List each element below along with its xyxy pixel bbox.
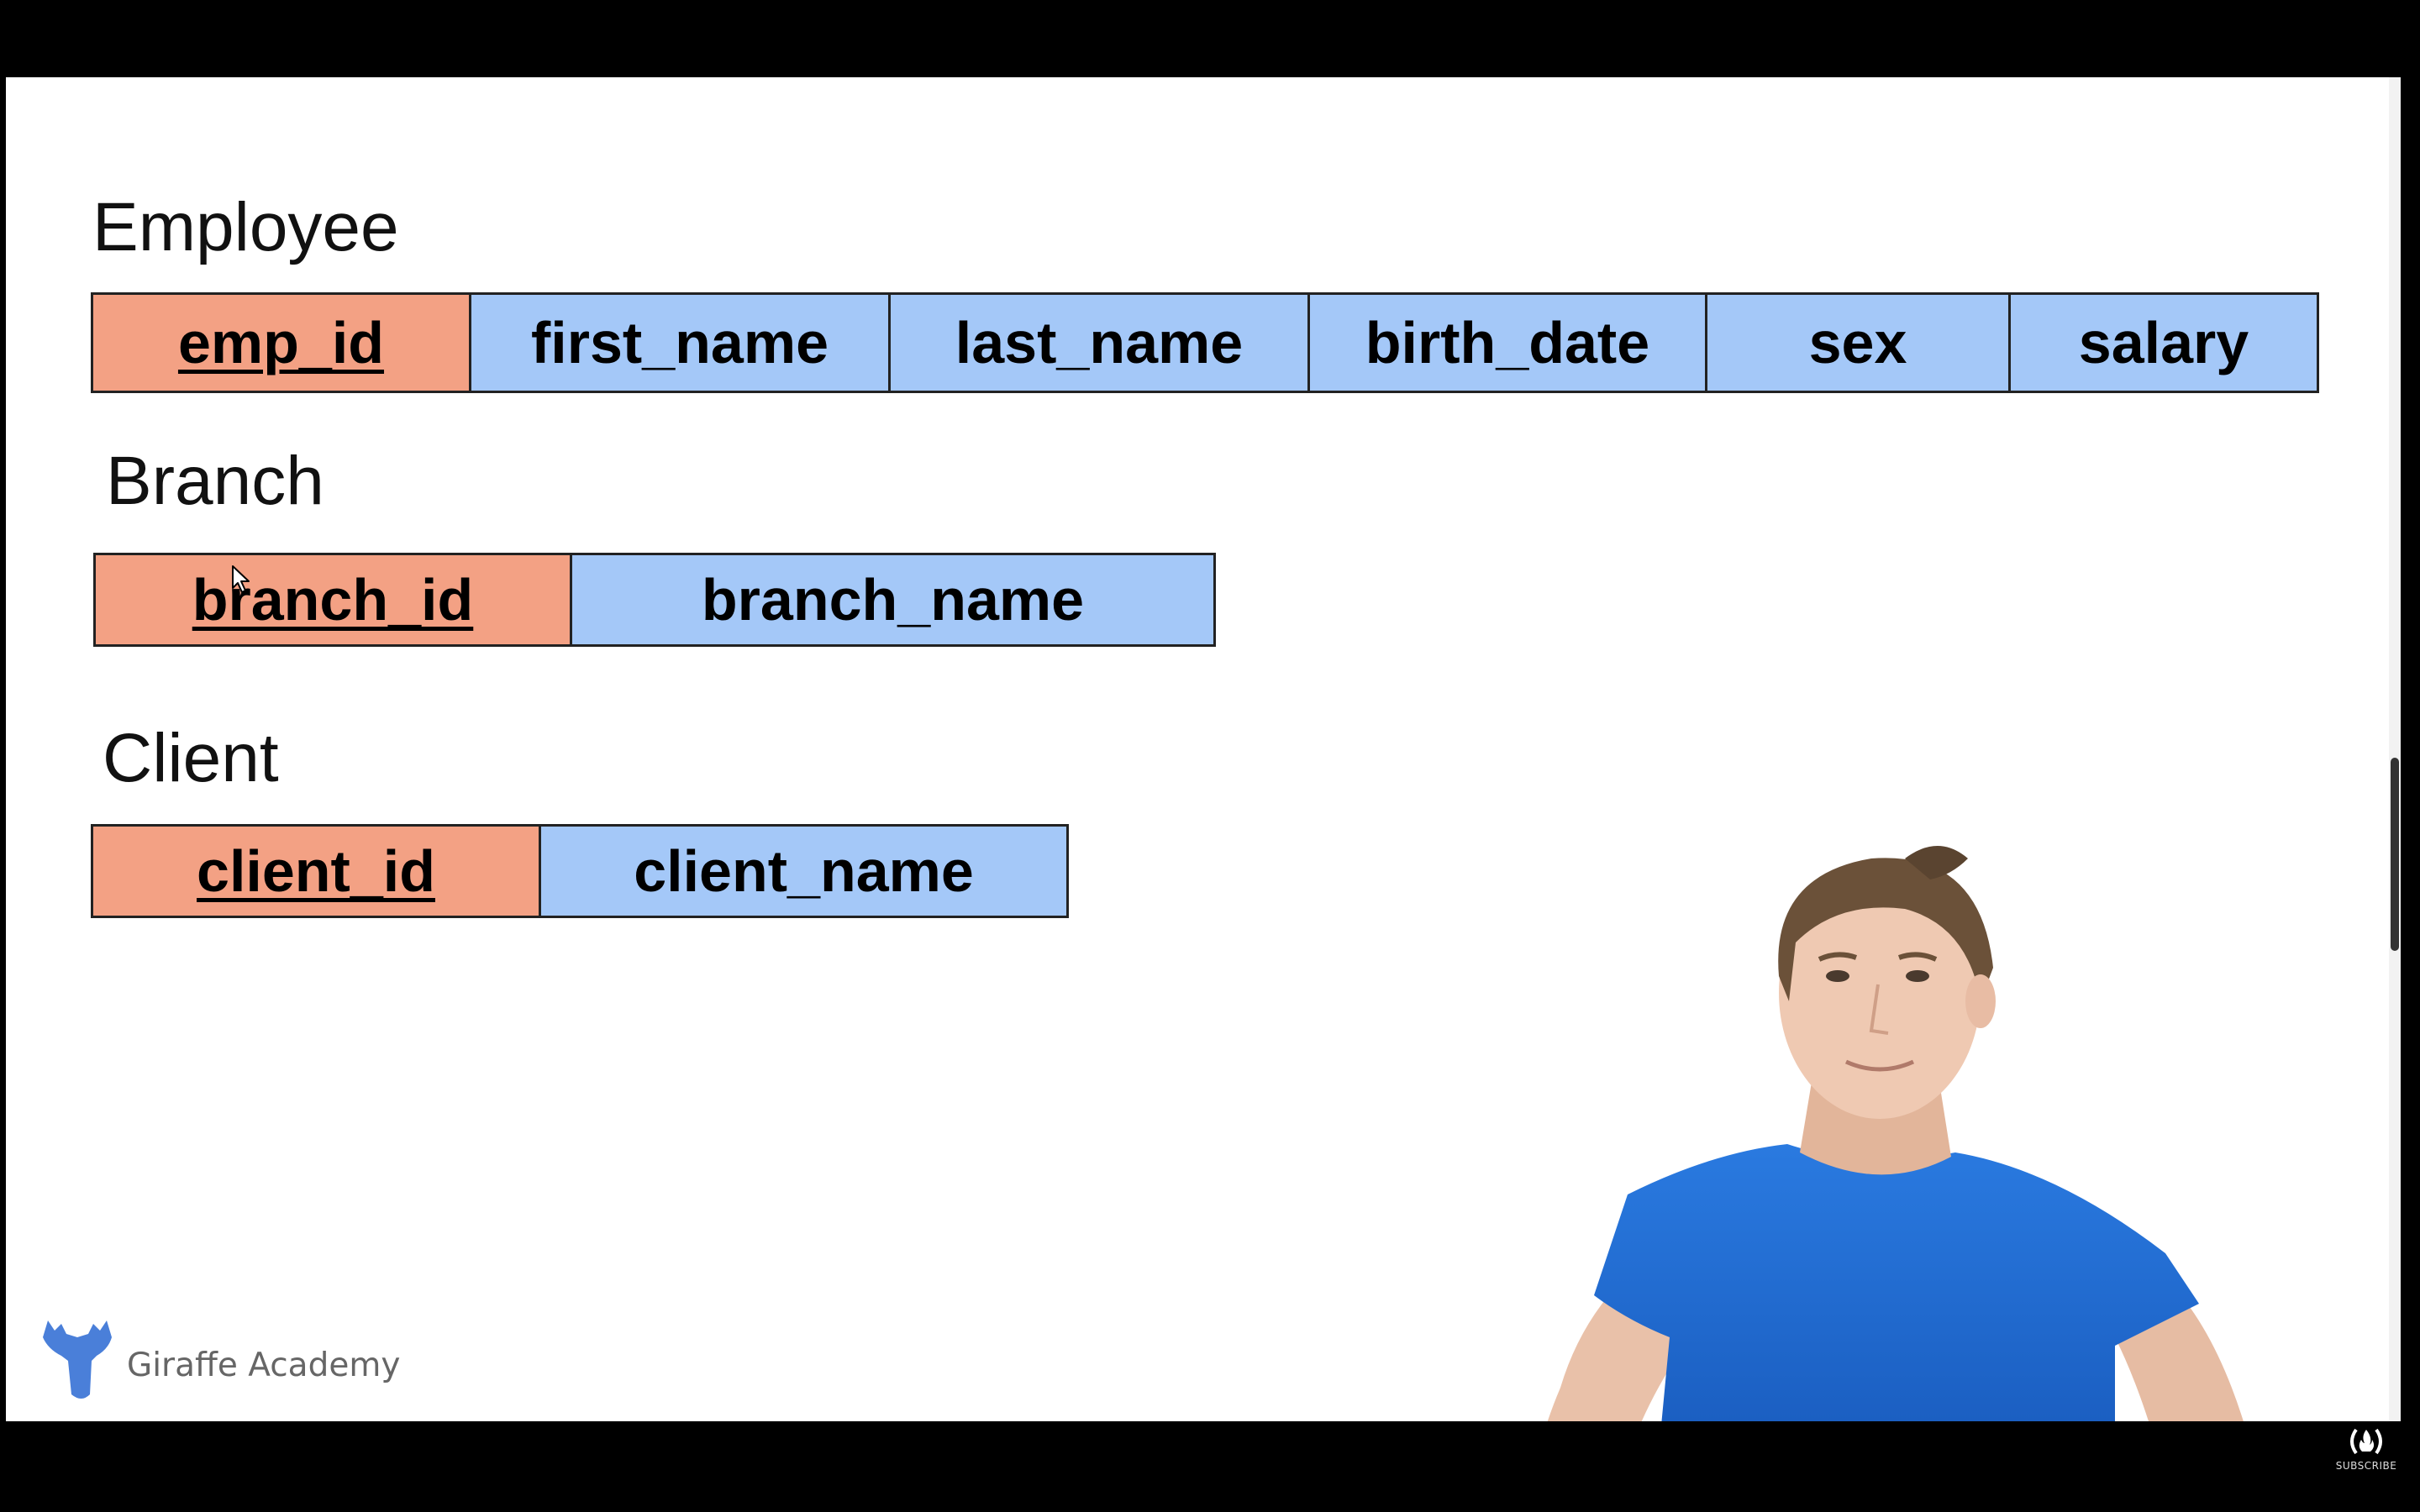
column-birth-date: birth_date xyxy=(1310,295,1707,391)
table-title-client: Client xyxy=(103,720,279,796)
column-last-name: last_name xyxy=(891,295,1310,391)
table-branch: branch_id branch_name xyxy=(93,553,1216,647)
column-sex: sex xyxy=(1707,295,2011,391)
subscribe-button[interactable]: SUBSCRIBE xyxy=(2336,1418,2396,1478)
brand-name: Giraffe Academy xyxy=(127,1347,401,1384)
column-client-id: client_id xyxy=(93,827,541,916)
column-first-name: first_name xyxy=(471,295,891,391)
presenter-image xyxy=(1547,846,2244,1421)
mouse-cursor-icon xyxy=(232,565,250,593)
column-branch-name: branch_name xyxy=(572,555,1213,644)
column-branch-id: branch_id xyxy=(96,555,572,644)
column-emp-id: emp_id xyxy=(93,295,471,391)
column-salary: salary xyxy=(2011,295,2317,391)
table-client: client_id client_name xyxy=(91,824,1069,918)
table-title-branch: Branch xyxy=(106,443,324,519)
subscribe-label: SUBSCRIBE xyxy=(2335,1460,2397,1472)
column-client-name: client_name xyxy=(541,827,1066,916)
scrollbar-thumb[interactable] xyxy=(2391,758,2399,951)
vertical-scrollbar[interactable] xyxy=(2389,77,2401,1421)
freecodecamp-icon xyxy=(2350,1428,2382,1455)
table-title-employee: Employee xyxy=(92,189,399,265)
brand: Giraffe Academy xyxy=(31,1312,400,1404)
table-employee: emp_id first_name last_name birth_date s… xyxy=(91,292,2319,393)
slide: Employee emp_id first_name last_name bir… xyxy=(6,77,2401,1421)
giraffe-icon xyxy=(43,1320,112,1399)
